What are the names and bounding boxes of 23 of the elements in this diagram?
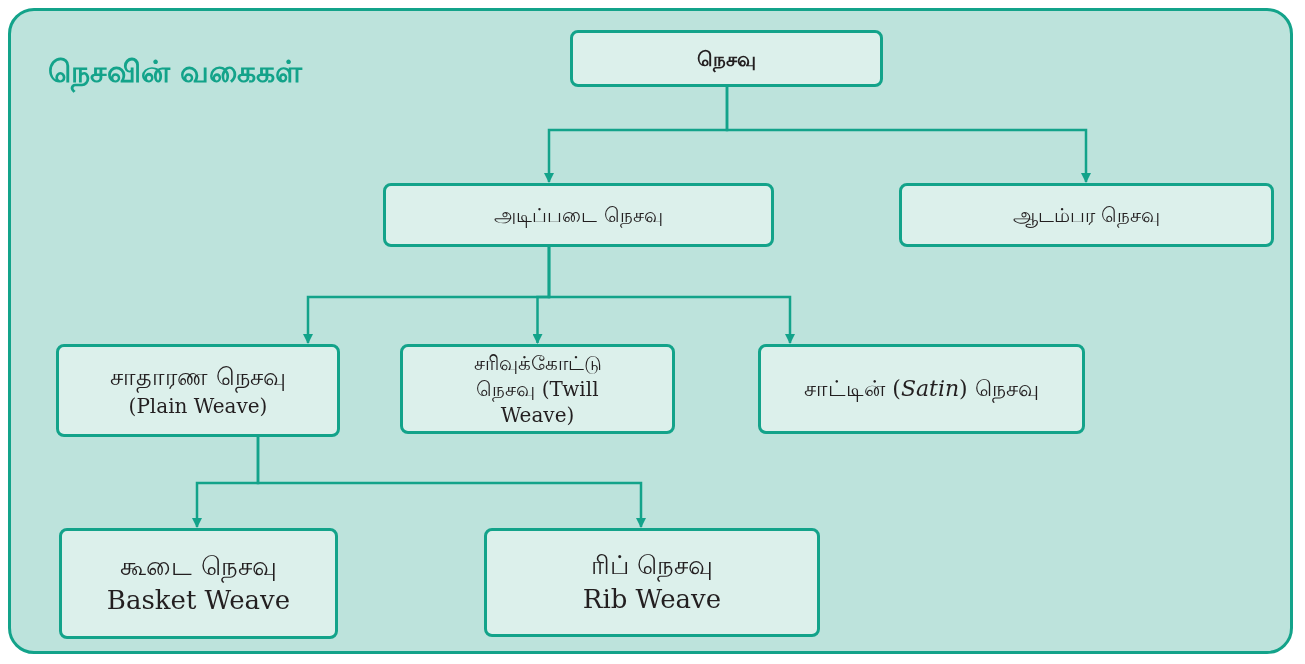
root-box — [570, 30, 883, 87]
box-label: சாட்டின் (Satin) நெசவு — [804, 374, 1039, 404]
box-label: சாதாரண நெசவு — [110, 361, 286, 394]
arrow — [725, 87, 1091, 183]
type-box — [400, 344, 675, 434]
box-label: ஆடம்பர நெசவு — [1012, 202, 1161, 228]
type-box — [758, 344, 1085, 434]
box-label: Basket Weave — [106, 583, 291, 617]
category-box — [899, 183, 1274, 247]
box-label: ரிப் நெசவு — [590, 548, 714, 583]
arrow — [256, 437, 646, 528]
subtype-box — [484, 528, 820, 637]
category-box — [383, 183, 774, 247]
box-label: அடிப்படை நெசவு — [494, 202, 663, 228]
box-label: நெசவு — [697, 45, 756, 72]
type-box — [56, 344, 340, 437]
subtype-box — [59, 528, 338, 639]
box-label: Rib Weave — [582, 582, 722, 616]
diagram-title: நெசவின் வகைகள் — [48, 54, 303, 93]
arrow — [547, 247, 795, 344]
box-label: சரிவுக்கோட்டு நெசவு (Twill Weave) — [472, 350, 603, 428]
box-label: (Plain Weave) — [128, 393, 268, 420]
box-label: கூடை நெசவு — [120, 549, 277, 584]
